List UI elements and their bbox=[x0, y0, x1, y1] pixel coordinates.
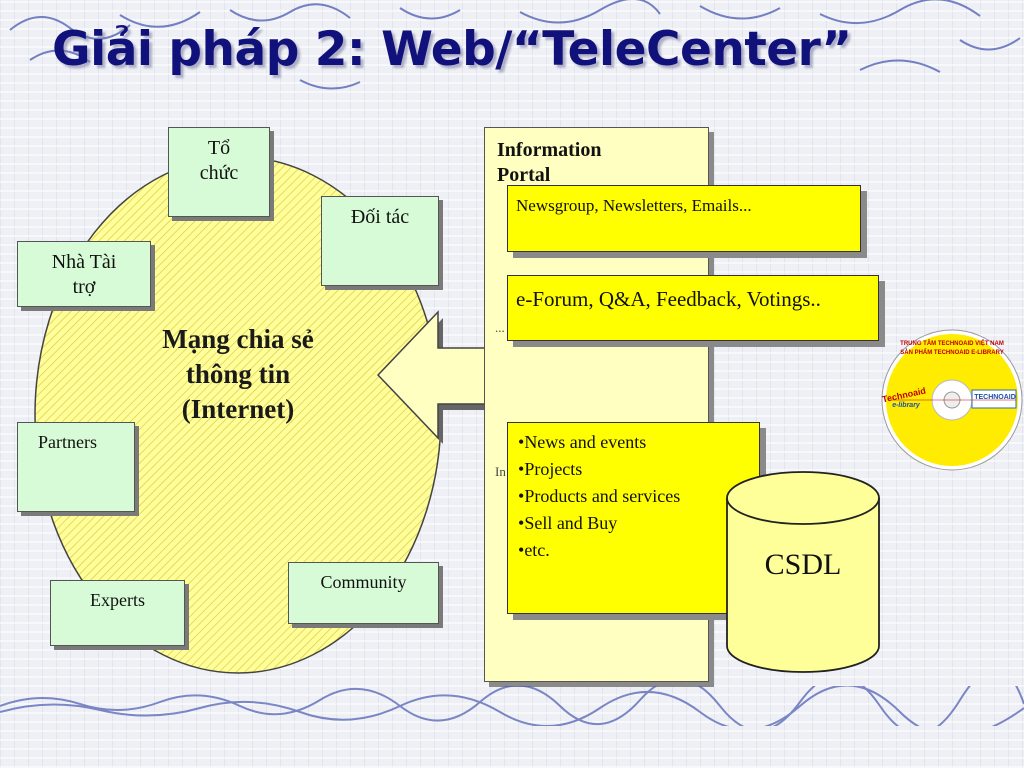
node-partners: Partners bbox=[17, 422, 135, 512]
portal-title: Information Portal bbox=[497, 139, 602, 186]
portal-partial-text-1: ... bbox=[495, 320, 505, 335]
portal-partial-text-2: In bbox=[495, 464, 506, 479]
database-cylinder-icon bbox=[726, 471, 880, 673]
cd-brand-sub: e-library bbox=[892, 402, 920, 409]
node-to-chuc-label: Tổ chức bbox=[199, 137, 239, 184]
decorative-scribble-bottom bbox=[0, 686, 1024, 726]
technoaid-cd-logo bbox=[881, 329, 1023, 471]
node-community-label: Community bbox=[320, 572, 407, 592]
node-doi-tac-label: Đối tác bbox=[350, 206, 410, 228]
node-doi-tac: Đối tác bbox=[321, 196, 439, 286]
database-label: CSDL bbox=[764, 548, 842, 581]
node-nha-tai-tro: Nhà Tài trợ bbox=[17, 241, 151, 307]
cd-label-line2: SẢN PHẨM TECHNOAID E-LIBRARY bbox=[900, 350, 1004, 356]
content-item-products: Products and services bbox=[518, 483, 749, 510]
content-list: News and events Projects Products and se… bbox=[518, 429, 749, 564]
content-item-etc: etc. bbox=[518, 537, 749, 564]
content-item-sell-buy: Sell and Buy bbox=[518, 510, 749, 537]
decorative-scribble-top bbox=[9, 0, 1021, 90]
service-box-communications-label: Newsgroup, Newsletters, Emails... bbox=[516, 196, 752, 215]
content-item-projects: Projects bbox=[518, 456, 749, 483]
node-nha-tai-tro-label: Nhà Tài trợ bbox=[51, 251, 117, 298]
cd-label-line1: TRUNG TÂM TECHNOAID VIỆT NAM bbox=[900, 341, 1004, 347]
service-box-communications: Newsgroup, Newsletters, Emails... bbox=[507, 185, 861, 252]
hub-label: Mạng chia sẻ thông tin (Internet) bbox=[162, 324, 314, 425]
node-experts-label: Experts bbox=[90, 590, 145, 610]
node-to-chuc: Tổ chức bbox=[168, 127, 270, 217]
service-box-interaction: e-Forum, Q&A, Feedback, Votings.. bbox=[507, 275, 879, 341]
node-community: Community bbox=[288, 562, 439, 624]
service-box-interaction-label: e-Forum, Q&A, Feedback, Votings.. bbox=[516, 287, 821, 311]
node-experts: Experts bbox=[50, 580, 185, 646]
cd-logo-box: TECHNOAID bbox=[974, 394, 1016, 401]
service-box-content: News and events Projects Products and se… bbox=[507, 422, 760, 614]
connector-arrow bbox=[376, 310, 497, 444]
slide-title: Giải pháp 2: Web/“TeleCenter” bbox=[52, 22, 852, 77]
node-partners-label: Partners bbox=[38, 432, 97, 452]
content-item-news: News and events bbox=[518, 429, 749, 456]
